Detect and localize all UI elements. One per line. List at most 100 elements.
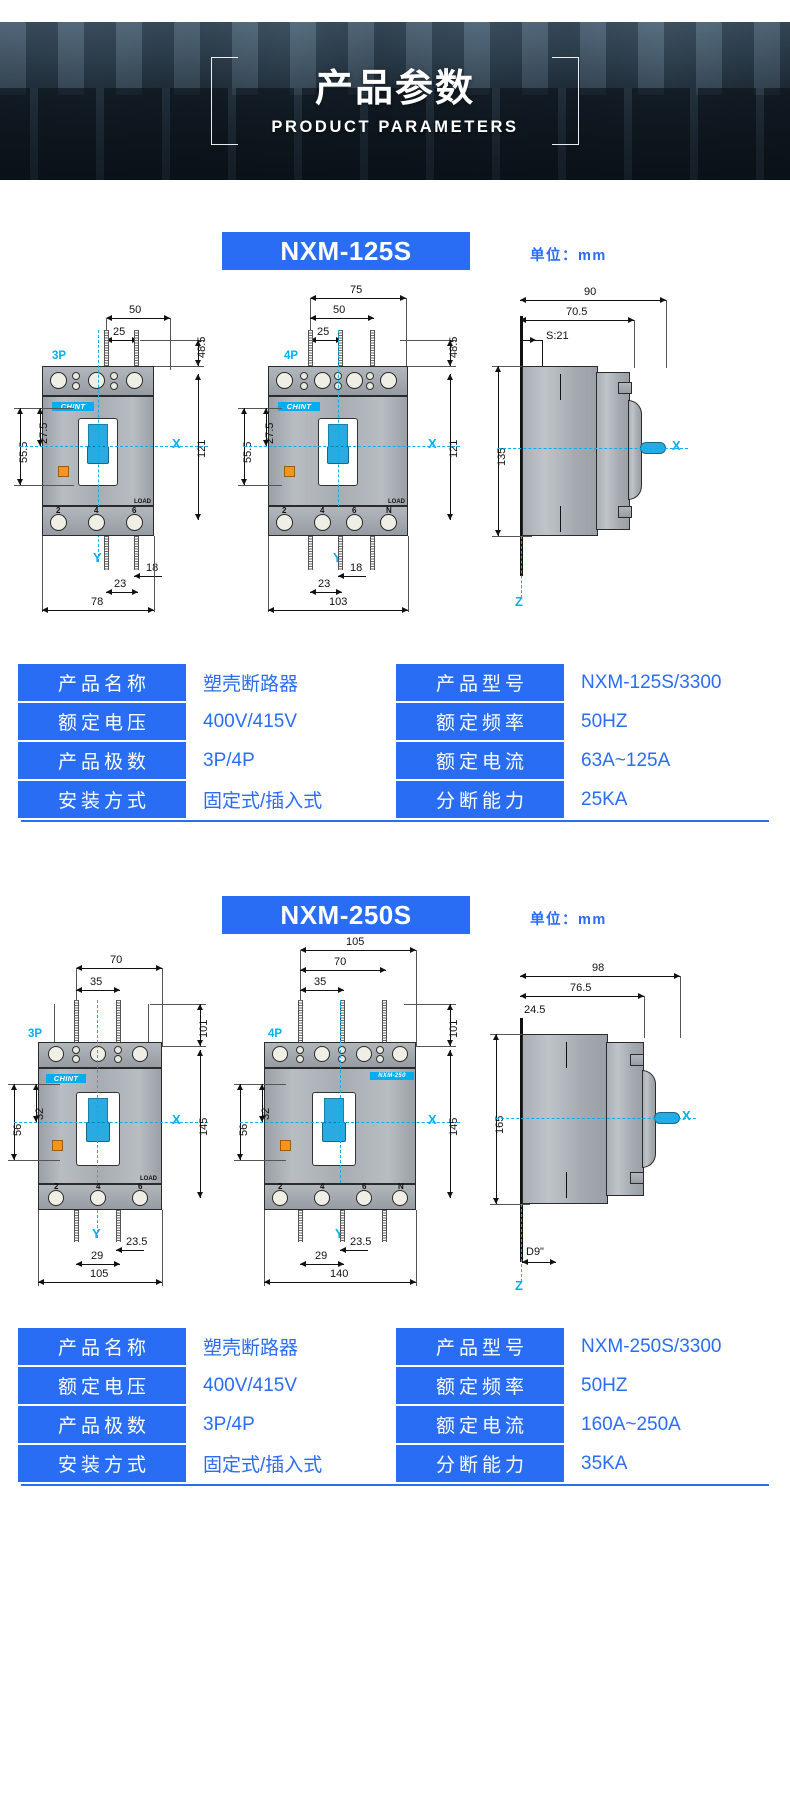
- axis-label-y: Y: [92, 1226, 101, 1241]
- terminal-number: 6: [352, 506, 357, 515]
- ext-line: [264, 1210, 265, 1286]
- dim-line-bottom-small: [116, 1250, 144, 1251]
- arrow: [336, 589, 342, 595]
- axis-label-x: X: [428, 1112, 437, 1127]
- terminal-number: 4: [320, 1182, 325, 1191]
- terminal-hole: [88, 514, 105, 531]
- spec-value: 塑壳断路器: [188, 1328, 394, 1365]
- arrow: [76, 987, 82, 993]
- ext-line: [268, 536, 269, 612]
- hero-banner: 产品参数 PRODUCT PARAMETERS: [0, 22, 790, 180]
- arrow: [237, 1084, 243, 1090]
- dim-line-bottom-small: [134, 576, 162, 577]
- dim-line-bottom-inner: [106, 592, 138, 593]
- axis-label-x: X: [172, 436, 181, 451]
- arrow: [132, 589, 138, 595]
- arrow: [156, 965, 162, 971]
- dim-left-outer-125s-4p: 55.5: [242, 441, 254, 463]
- dim-depth-outer-250s: 98: [592, 962, 605, 974]
- arrow: [447, 1040, 453, 1046]
- terminal-number: 2: [282, 506, 287, 515]
- dim-line-top-outer: [300, 950, 416, 951]
- dim-line-top-mid: [310, 318, 374, 319]
- dim-line-bottom-small: [338, 576, 366, 577]
- dim-line-depth-outer: [520, 976, 680, 977]
- dim-right-top-250s-4p: 101: [448, 1019, 460, 1038]
- arrow: [106, 315, 112, 321]
- terminal-number: 6: [362, 1182, 367, 1191]
- terminal-hole: [380, 372, 397, 389]
- dim-right-top-250s-3p: 101: [198, 1019, 210, 1038]
- front-view-4p-125s: 4P 75 50 25: [238, 278, 500, 638]
- mounting-screw: [116, 1000, 121, 1046]
- ext-line: [406, 298, 407, 368]
- dim-stud-125s: S:21: [546, 330, 569, 342]
- arrow: [550, 1259, 556, 1265]
- dim-line: [266, 408, 267, 446]
- dim-left-outer-250s-4p: 56: [238, 1123, 250, 1136]
- spec-key: 产品型号: [396, 1328, 564, 1365]
- terminal-hole-small: [72, 1046, 80, 1054]
- ext-line: [490, 1034, 530, 1035]
- arrow: [195, 514, 201, 520]
- spec-value: NXM-250S/3300: [566, 1328, 772, 1365]
- dim-line-bottom-outer: [38, 1282, 162, 1283]
- dimension-drawing-250s: 3P 70 35 101: [0, 936, 790, 1302]
- terminal-number: 4: [94, 506, 99, 515]
- dim-bottom-inner-250s-3p: 29: [91, 1250, 104, 1262]
- spec-key: 产品极数: [18, 742, 186, 779]
- axis-label-y: Y: [93, 550, 102, 565]
- dim-line: [200, 1004, 201, 1046]
- terminal-hole-small: [110, 382, 118, 390]
- dim-bottom-small-250s-4p: 23.5: [350, 1236, 372, 1248]
- handle-knob: [322, 1122, 346, 1142]
- dim-line-top-outer: [76, 968, 162, 969]
- arrow: [197, 1004, 203, 1010]
- arrow: [33, 1116, 39, 1122]
- dim-line: [496, 1034, 497, 1204]
- side-groove: [560, 374, 561, 400]
- ext-line: [238, 408, 282, 409]
- arrow: [520, 993, 526, 999]
- dim-left-outer-250s-3p: 56: [12, 1123, 24, 1136]
- dim-line-bottom-outer: [268, 610, 408, 611]
- ext-line: [634, 320, 635, 368]
- table-row: 产品极数 3P/4P 额定电流 63A~125A: [18, 742, 772, 779]
- axis-label-x: X: [428, 436, 437, 451]
- spec-table-250s: 产品名称 塑壳断路器 产品型号 NXM-250S/3300 额定电压 400V/…: [16, 1326, 774, 1484]
- spec-table-wrap-250s: 产品名称 塑壳断路器 产品型号 NXM-250S/3300 额定电压 400V/…: [0, 1302, 790, 1486]
- ext-line: [644, 996, 645, 1038]
- arrow: [268, 607, 274, 613]
- chint-logo: CHINT: [46, 1074, 86, 1083]
- test-button: [52, 1140, 63, 1151]
- arrow: [241, 408, 247, 414]
- ext-line: [404, 1004, 456, 1005]
- arrow: [195, 340, 201, 346]
- terminal-number: 4: [320, 506, 325, 515]
- ext-line: [400, 340, 456, 341]
- terminal-hole: [132, 1190, 148, 1206]
- dim-top-outer-125s-4p: 75: [350, 284, 363, 296]
- arrow: [447, 514, 453, 520]
- arrow: [300, 987, 306, 993]
- chint-logo: CHINT: [278, 402, 320, 411]
- spec-key: 产品极数: [18, 1406, 186, 1443]
- dim-left-inner-250s-3p: 32: [34, 1107, 46, 1120]
- dim-bottom-inner-250s-4p: 29: [315, 1250, 328, 1262]
- axis-label-y: Y: [335, 1226, 344, 1241]
- hero-background-photo: [0, 22, 790, 180]
- dim-top-outer-125s-3p: 50: [129, 304, 142, 316]
- side-view-125s: 90 70.5 S:21 135: [492, 278, 790, 638]
- arrow: [300, 1261, 306, 1267]
- unit-label-125s: 单位：mm: [530, 248, 607, 264]
- spec-key: 产品名称: [18, 664, 186, 701]
- arrow: [195, 360, 201, 366]
- side-body-rear: [522, 1034, 608, 1204]
- arrow: [402, 607, 408, 613]
- arrow: [42, 607, 48, 613]
- dim-right-top-125s-4p: 48.5: [448, 336, 460, 358]
- arrow: [263, 408, 269, 414]
- arrow: [400, 295, 406, 301]
- test-button: [58, 466, 69, 477]
- dim-line: [200, 1050, 201, 1198]
